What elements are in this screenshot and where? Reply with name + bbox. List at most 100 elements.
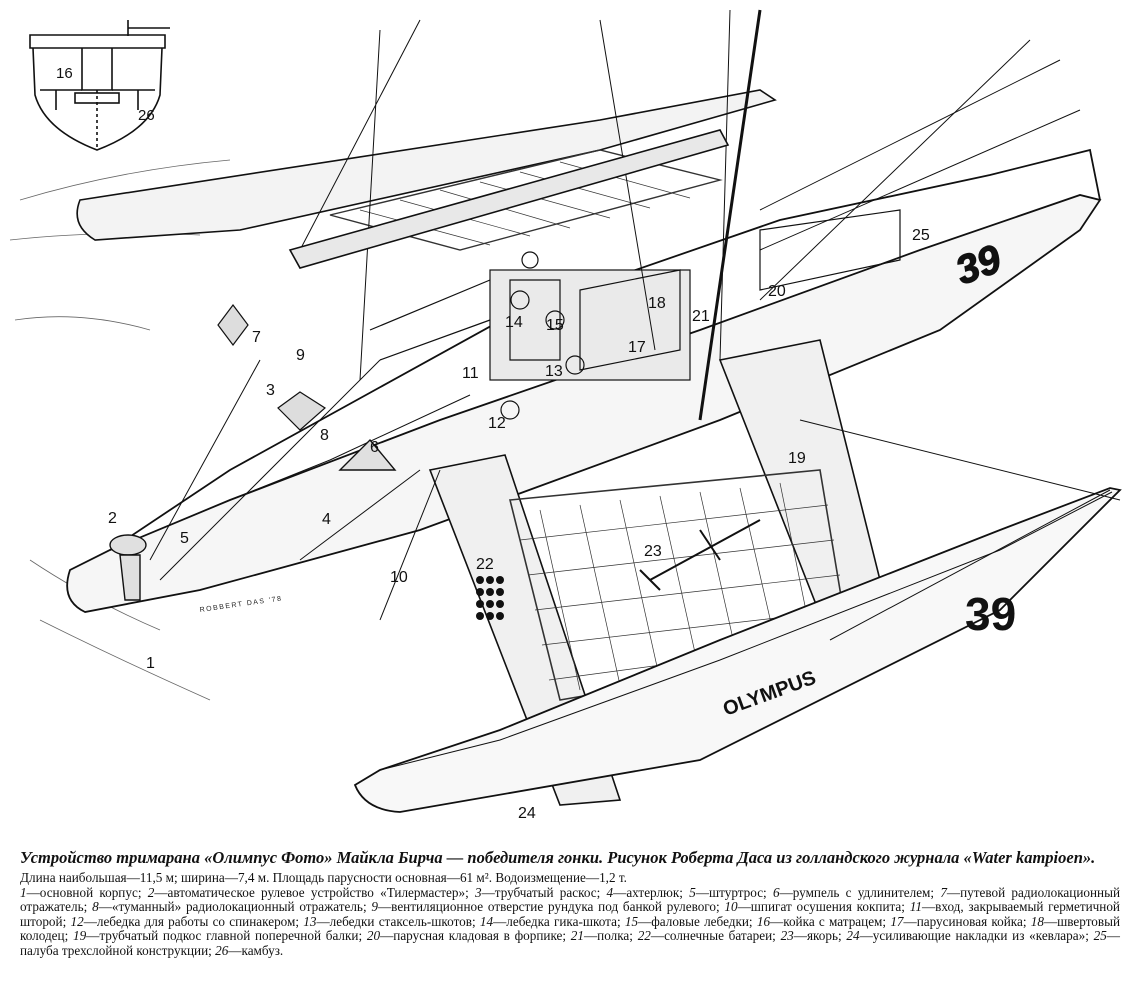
legend-text: —фаловые лебедки;: [638, 913, 757, 929]
legend-item: 17—парусиновая койка;: [890, 914, 1030, 929]
callout-25: 25: [912, 227, 930, 244]
trimaran-illustration: 16 26: [9, 9, 1122, 822]
legend-text: —якорь;: [793, 928, 847, 944]
legend-number: 8: [92, 899, 99, 915]
legend-text: —усиливающие накладки из «кевлара»;: [859, 928, 1094, 944]
legend-number: 22: [637, 928, 651, 944]
legend-item: 12—лебедка для работы со спинакером;: [71, 914, 304, 929]
radar-reflectors: [217, 304, 326, 431]
legend-item: 6—румпель с удлинителем;: [773, 885, 940, 900]
callout-4: 4: [322, 511, 331, 528]
legend-item: 11—вход, закрываемый герметичной шторой;: [20, 899, 1120, 929]
rigging: [149, 9, 1121, 641]
callout-22: 22: [476, 556, 494, 573]
callout-15: 15: [546, 317, 564, 334]
callout-9: 9: [296, 347, 305, 364]
legend-text: —лебедки стаксель-шкотов;: [316, 913, 480, 929]
legend-item: 4—ахтерлюк;: [607, 885, 690, 900]
legend-item: 22—солнечные батареи;: [637, 928, 781, 944]
legend-number: 17: [890, 913, 904, 929]
legend-text: —солнечные батареи;: [650, 928, 781, 944]
hull-cross-section-inset: [29, 20, 170, 151]
port-float: [76, 89, 777, 241]
artist-signature: ROBBERT DAS '78: [199, 595, 283, 614]
legend-item: 19—трубчатый подкос главной поперечной б…: [72, 928, 367, 944]
caption-title: Устройство тримарана «Олимпус Фото» Майк…: [20, 848, 1096, 867]
legend-number: 11: [909, 899, 922, 915]
legend-text: —камбуз.: [228, 942, 284, 958]
boom: [288, 129, 730, 269]
legend-number: 14: [479, 913, 494, 929]
legend-text: —швертовый колодец;: [20, 913, 1121, 944]
legend-number: 23: [780, 928, 794, 944]
callout-18: 18: [648, 295, 666, 312]
legend-item: 9—вентиляционное отверстие рундука под б…: [371, 899, 724, 914]
figure-caption: Устройство тримарана «Олимпус Фото» Майк…: [20, 848, 1120, 959]
legend-text: —ахтерлюк;: [613, 884, 690, 900]
callout-12: 12: [488, 415, 506, 432]
water-surface: [9, 159, 231, 701]
legend-item: 14—лебедка гика-шкота;: [480, 914, 625, 929]
legend-text: —штуртрос;: [695, 884, 773, 900]
starboard-float: [353, 487, 1122, 813]
legend-item: 7—путевой радиолокационный отражатель;: [20, 885, 1120, 915]
legend-item: 15—фаловые лебедки;: [625, 914, 757, 929]
legend-text: —трубчатый раскос;: [481, 884, 607, 900]
callout-23: 23: [644, 543, 662, 560]
inset-label-26: 26: [138, 107, 155, 124]
callout-5: 5: [180, 530, 189, 547]
legend-item: 18—швертовый колодец;: [20, 914, 1120, 944]
legend-item: 26—камбуз.: [215, 943, 283, 958]
legend-item: 8—«туманный» радиолокационный отражатель…: [92, 899, 371, 914]
inset-label-16: 16: [56, 65, 73, 82]
legend-text: —румпель с удлинителем;: [779, 884, 941, 900]
legend-text: —трубчатый подкос главной поперечной бал…: [86, 928, 367, 944]
legend-number: 6: [772, 884, 780, 900]
legend-number: 4: [606, 884, 614, 900]
legend-text: —палуба трехслойной конструкции;: [20, 928, 1120, 958]
self-steering-gear: [109, 438, 397, 601]
legend-number: 24: [846, 928, 860, 944]
legend-number: 13: [303, 913, 317, 929]
legend-text: —лебедка для работы со спинакером;: [83, 913, 304, 929]
legend-number: 9: [371, 899, 378, 915]
legend-text: —вход, закрываемый герметичной шторой;: [20, 899, 1120, 929]
legend-text: —«туманный» радиолокационный отражатель;: [98, 899, 372, 915]
legend-text: —парусная кладовая в форпике;: [380, 928, 571, 944]
legend-number: 18: [1030, 913, 1044, 929]
legend-number: 26: [215, 942, 229, 958]
callout-6: 6: [370, 439, 379, 456]
legend-number: 19: [72, 928, 87, 944]
legend-text: —шпигат осушения кокпита;: [737, 899, 910, 915]
legend-text: —путевой радиолокационный отражатель;: [20, 884, 1121, 915]
callout-14: 14: [505, 314, 523, 331]
callout-13: 13: [545, 363, 563, 380]
legend-text: —койка с матрацем;: [770, 913, 891, 929]
deck-details: [369, 209, 901, 420]
callout-2: 2: [108, 510, 117, 527]
callout-8: 8: [320, 427, 329, 444]
legend-item: 13—лебедки стаксель-шкотов;: [303, 914, 480, 929]
callout-11: 11: [462, 365, 479, 382]
callout-19: 19: [788, 450, 806, 467]
solar-panels: [476, 576, 504, 620]
legend-item: 10—шпигат осушения кокпита;: [724, 899, 909, 914]
legend-text: —парусиновая койка;: [903, 913, 1031, 929]
anchor: [639, 519, 761, 591]
legend-number: 16: [756, 913, 771, 929]
legend-item: 25—палуба трехслойной конструкции;: [20, 928, 1120, 958]
float-sail-number: 39: [965, 588, 1016, 640]
legend-item: 16—койка с матрацем;: [757, 914, 890, 929]
legend-text: —лебедка гика-шкота;: [493, 913, 625, 929]
legend-text: —вентиляционное отверстие рундука под ба…: [377, 899, 725, 915]
legend-item: 23—якорь;: [780, 928, 847, 944]
callout-3: 3: [266, 382, 275, 399]
callout-20: 20: [768, 283, 786, 300]
legend-text: —автоматическое рулевое устройство «Тиле…: [154, 884, 475, 900]
caption-specs: Длина наибольшая—11,5 м; ширина—7,4 м. П…: [20, 870, 627, 885]
legend-number: 21: [570, 928, 584, 944]
legend-number: 12: [70, 913, 84, 929]
legend-number: 10: [724, 899, 738, 915]
legend-item: 3—трубчатый раскос;: [475, 885, 607, 900]
callout-7: 7: [252, 329, 261, 346]
